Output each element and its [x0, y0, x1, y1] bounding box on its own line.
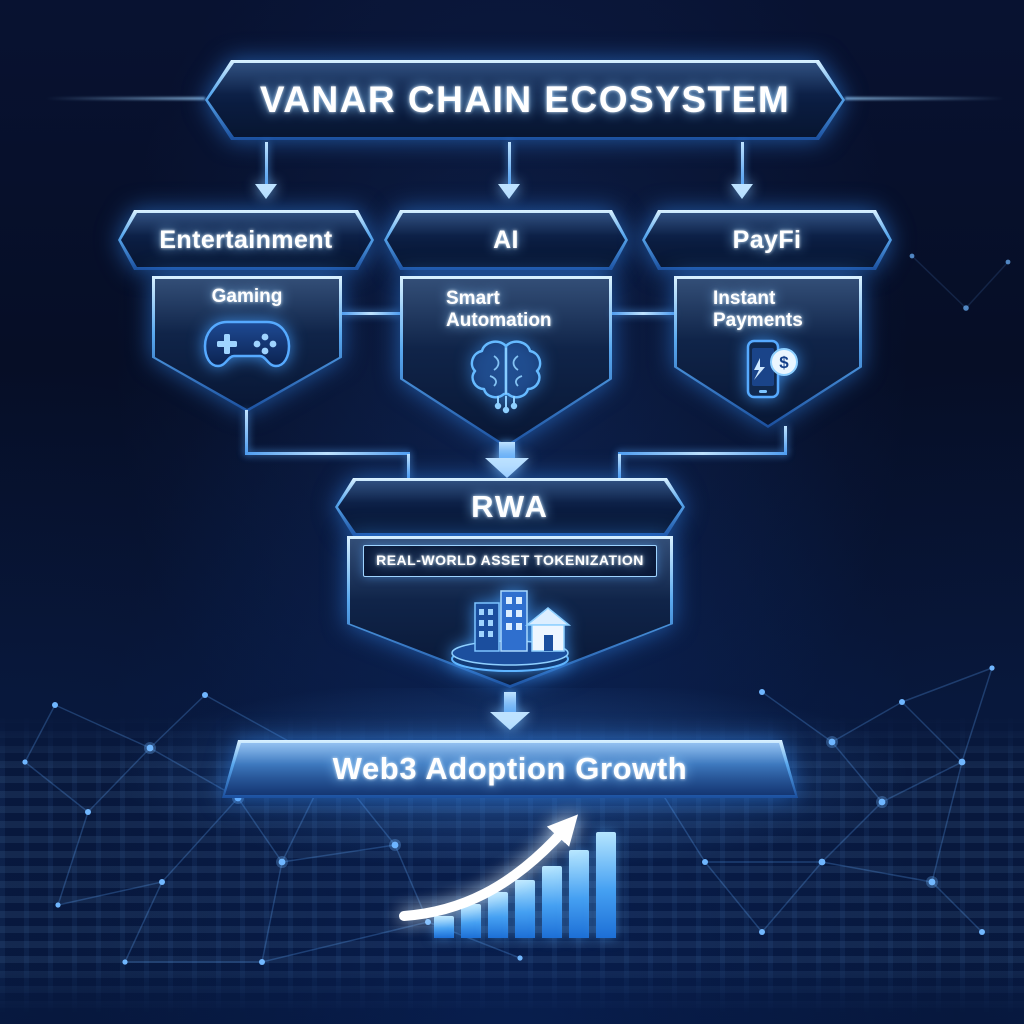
branch-label-payfi: PayFi: [732, 225, 802, 254]
panel-connector-right: [612, 312, 674, 315]
branch-panel-ai: Smart Automation: [400, 276, 612, 448]
box-fill: [645, 213, 889, 267]
connector-right-drop: [618, 454, 621, 480]
brain-icon: [470, 340, 542, 413]
branch-panel-payfi: Instant Payments $: [674, 276, 862, 428]
box-fill: [208, 63, 842, 137]
ecosystem-title: VANAR CHAIN ECOSYSTEM: [259, 79, 791, 120]
web3-banner-label: Web3 Adoption Growth: [332, 751, 688, 786]
rwa-box: RWA: [335, 478, 685, 536]
flow-line-ai: [508, 142, 511, 184]
ecosystem-title-box: VANAR CHAIN ECOSYSTEM: [205, 60, 845, 140]
chart-bar: [596, 832, 616, 938]
center-arrowhead: [485, 458, 529, 478]
branch-box-payfi: PayFi: [642, 210, 892, 270]
growth-chart-icon: [398, 804, 626, 938]
flow-arrowhead-payfi: [731, 184, 753, 199]
rwa-panel: REAL-WORLD ASSET TOKENIZATION: [347, 536, 673, 688]
connector-right-vertical: [784, 426, 787, 454]
flow-line-payfi: [741, 142, 744, 184]
connector-left-horizontal: [245, 452, 410, 455]
box-fill: [338, 481, 682, 533]
chart-bar: [515, 880, 535, 938]
title-side-line-right: [845, 97, 1005, 100]
web3-banner: Web3 Adoption Growth: [222, 740, 798, 798]
panel-connector-left: [342, 312, 400, 315]
connector-right-horizontal: [618, 452, 787, 455]
svg-text:$: $: [779, 353, 789, 372]
growth-arrow-icon: [399, 814, 579, 921]
flow-line-entertainment: [265, 142, 268, 184]
title-side-line-left: [45, 97, 205, 100]
gamepad-icon: [203, 320, 291, 368]
connector-left-vertical: [245, 410, 248, 454]
rwa-down-line: [504, 692, 516, 714]
box-fill: [225, 743, 795, 795]
rwa-title: RWA: [471, 489, 549, 524]
box-fill: [387, 213, 625, 267]
flow-arrowhead-entertainment: [255, 184, 277, 199]
asset-tokenization-icon: [451, 590, 572, 672]
rwa-down-arrowhead: [490, 712, 530, 730]
chart-bar: [542, 866, 562, 938]
smart-automation-label: Smart Automation: [446, 288, 552, 331]
branch-box-entertainment: Entertainment: [118, 210, 374, 270]
mobile-payment-icon: $: [746, 339, 798, 398]
branch-box-ai: AI: [384, 210, 628, 270]
instant-payments-label: Instant Payments: [713, 288, 803, 331]
chart-bar: [434, 916, 454, 938]
chart-bar: [461, 904, 481, 938]
rwa-subtitle: REAL-WORLD ASSET TOKENIZATION: [376, 552, 644, 568]
branch-panel-entertainment: Gaming: [152, 276, 342, 412]
chart-bar: [569, 850, 589, 938]
flow-arrowhead-ai: [498, 184, 520, 199]
branch-label-ai: AI: [493, 225, 519, 254]
rwa-subtitle-banner: REAL-WORLD ASSET TOKENIZATION: [363, 545, 657, 577]
chart-bars: [434, 832, 616, 938]
gaming-label: Gaming: [211, 286, 283, 307]
center-arrow-shaft: [499, 442, 515, 460]
box-fill: [121, 213, 371, 267]
connector-left-drop: [407, 454, 410, 480]
chart-bar: [488, 892, 508, 938]
branch-label-entertainment: Entertainment: [159, 225, 333, 254]
